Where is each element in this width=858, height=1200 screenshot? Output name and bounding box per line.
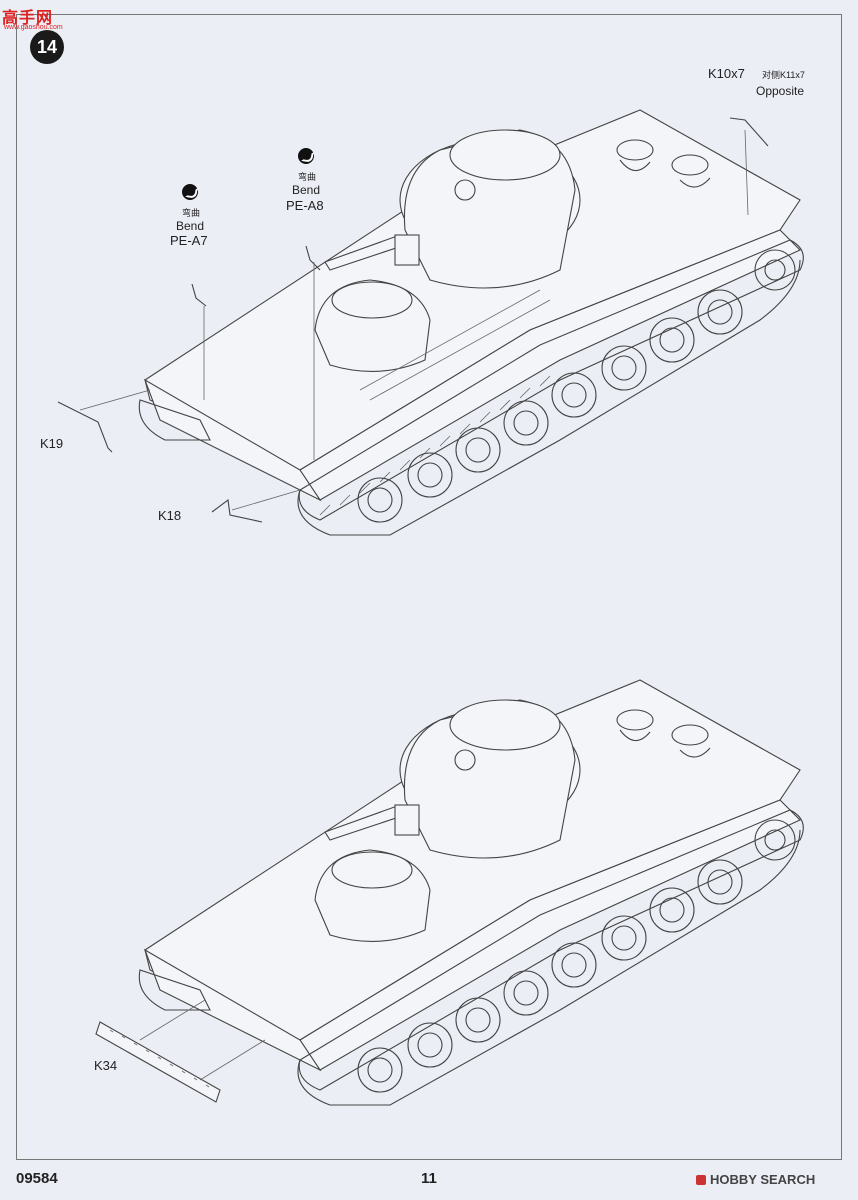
step-number-badge: 14 (30, 30, 64, 64)
brand-text: HOBBY SEARCH (710, 1172, 816, 1187)
k18-part-label: K18 (158, 508, 182, 523)
bend-icon (298, 148, 314, 164)
page-frame (16, 14, 842, 1160)
pe-a7-part-label: PE-A7 (170, 233, 208, 248)
k11-opposite-label-cn: 对侧K11x7 (762, 70, 805, 80)
hobbysearch-logo-icon (696, 1175, 706, 1185)
bottom-tank-drawing (95, 679, 804, 1106)
pe-a8-label-cn: 弯曲 (298, 172, 317, 182)
pe-a7-label-en: Bend (176, 219, 205, 233)
k10-part-label: K10x7 (708, 66, 745, 81)
watermark-logo: 高手网 (2, 10, 54, 27)
k19-part-label: K19 (40, 436, 64, 451)
brand-watermark: HOBBY SEARCH (696, 1172, 815, 1187)
product-code: 09584 (16, 1170, 58, 1187)
bend-icon (182, 184, 198, 200)
k34-part-label: K34 (94, 1058, 118, 1073)
opposite-label: Opposite (756, 84, 805, 98)
pe-a8-label-en: Bend (292, 183, 321, 197)
pe-a8-part-label: PE-A8 (286, 198, 324, 213)
top-tank-drawing (57, 109, 804, 536)
pe-a7-label-cn: 弯曲 (182, 208, 201, 218)
watermark-url: www.gaoshou.com (4, 24, 63, 31)
page-number: 11 (421, 1170, 437, 1187)
